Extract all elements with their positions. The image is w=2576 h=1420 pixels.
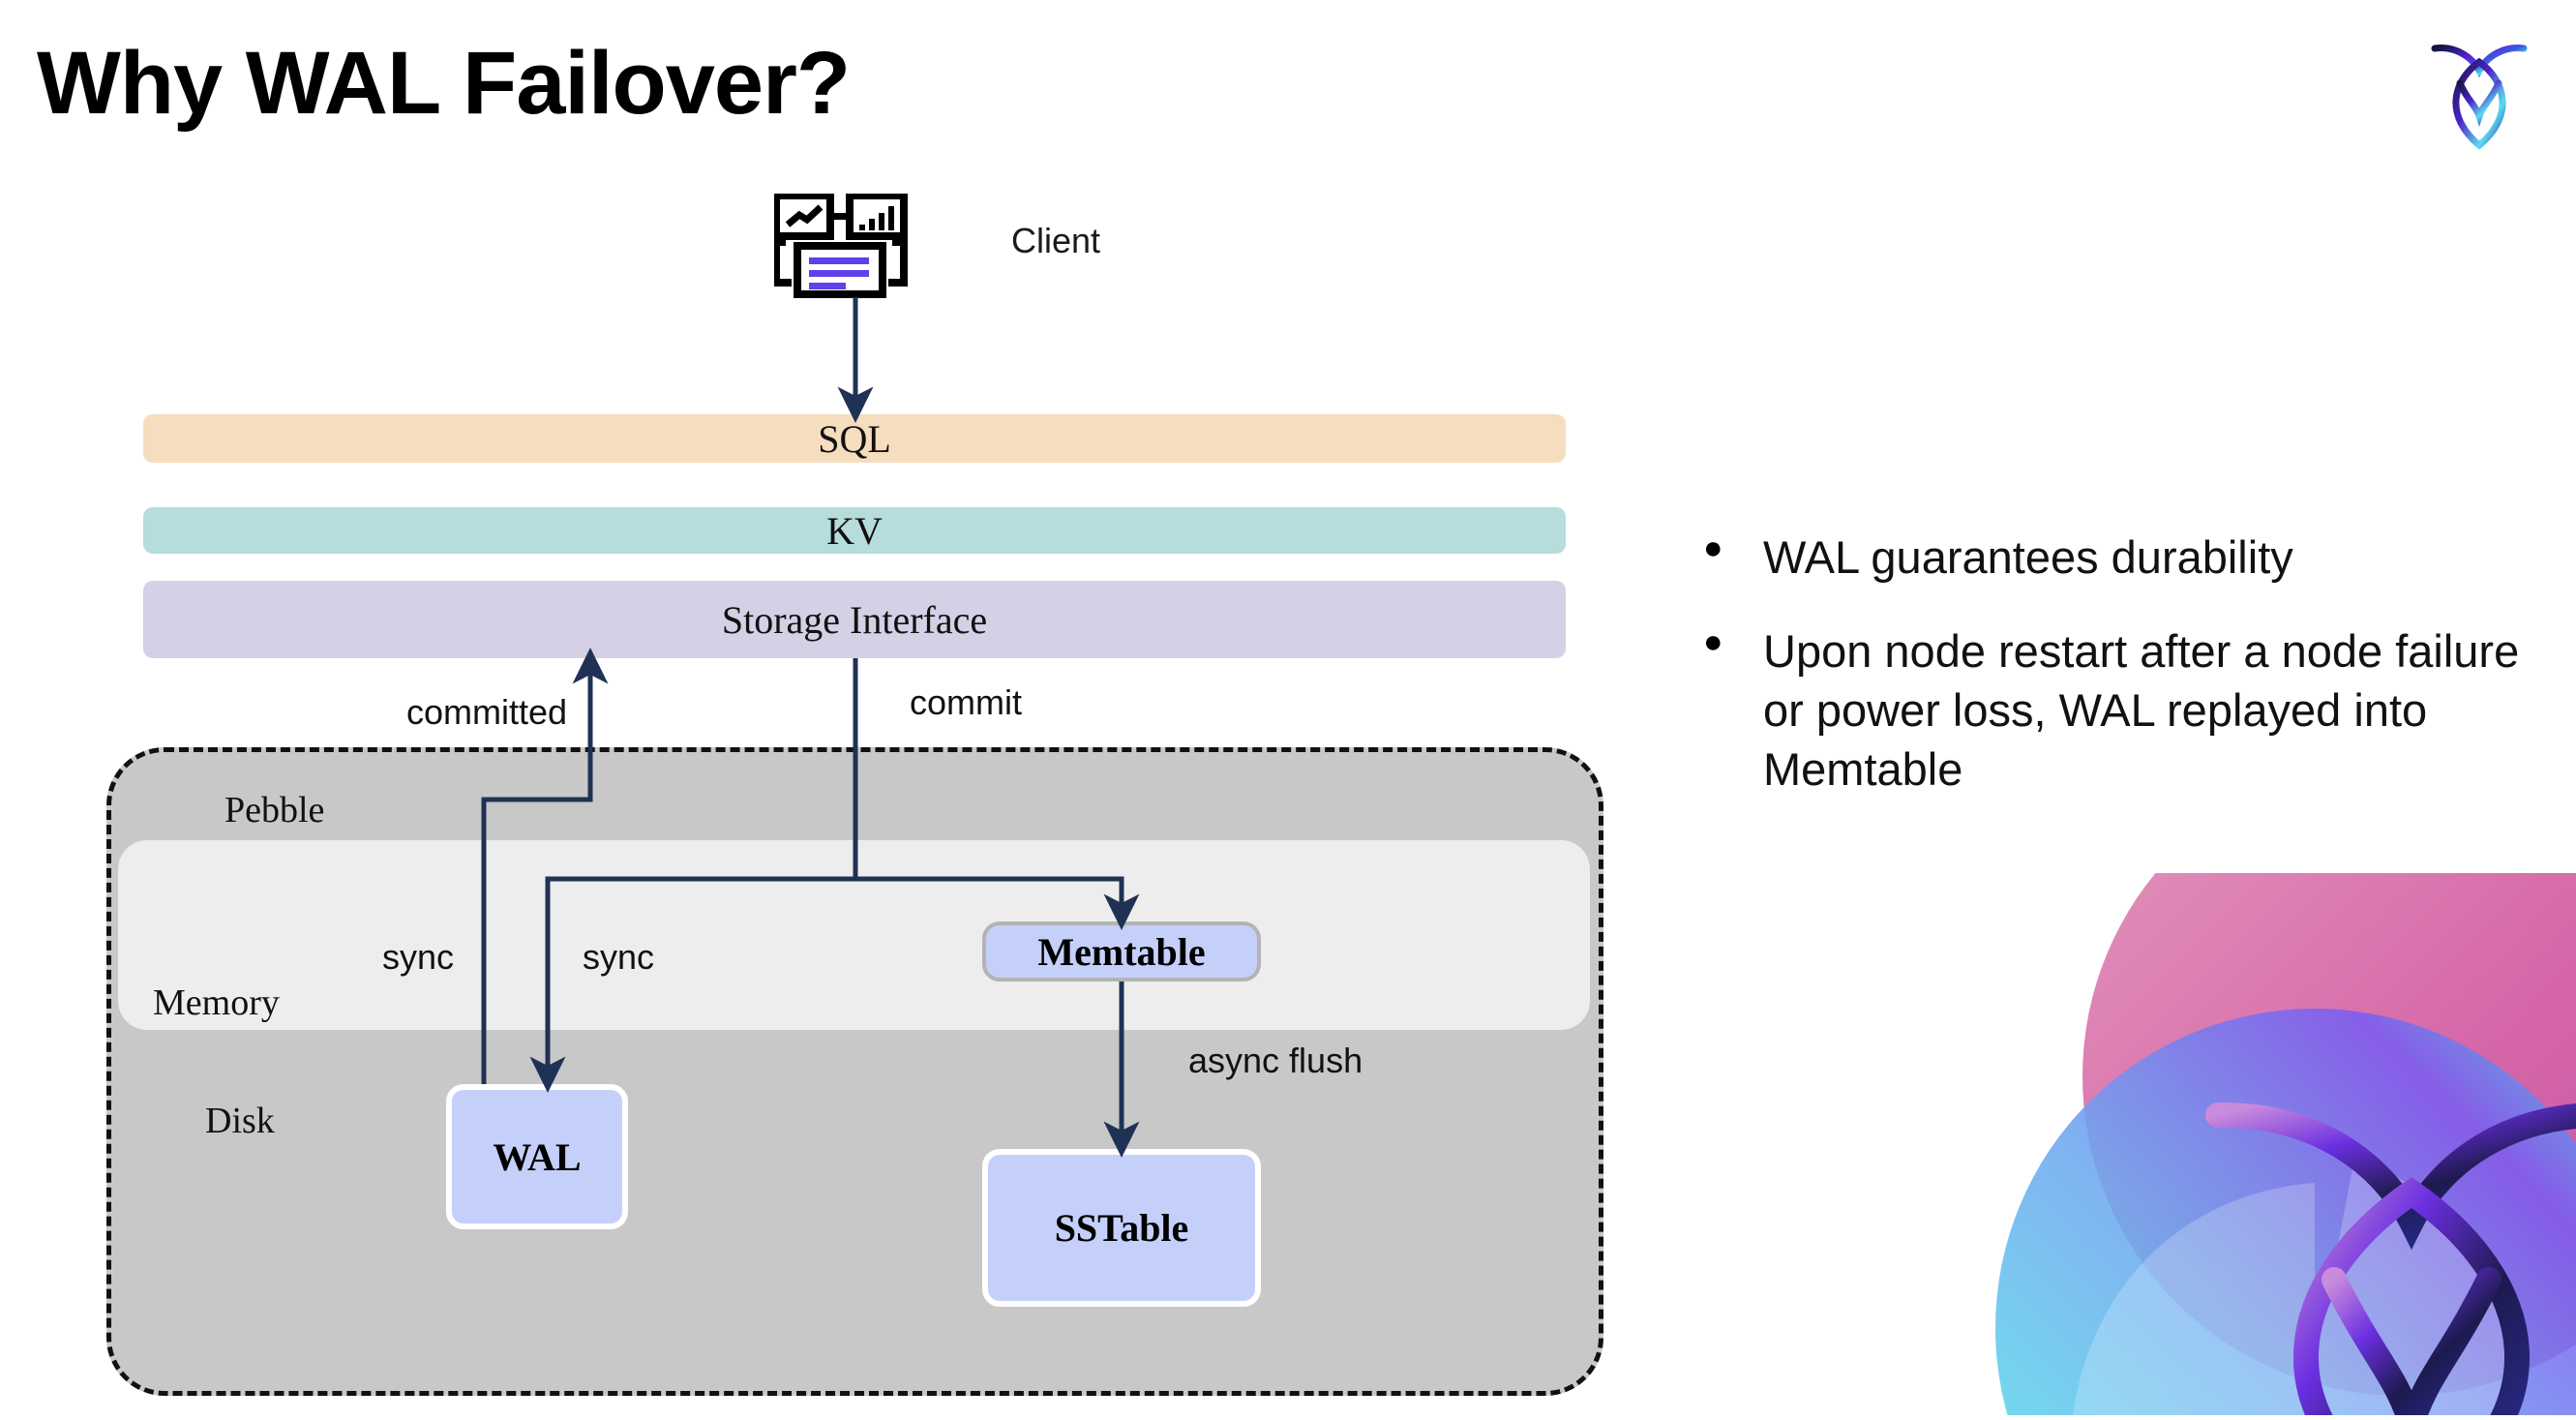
- overlapping-circles-graphic: [1899, 757, 2576, 1420]
- disk-label: Disk: [205, 1101, 275, 1141]
- bullet-list: ● WAL guarantees durability ● Upon node …: [1703, 528, 2535, 833]
- layer-bar-sql: SQL: [143, 414, 1566, 463]
- node-sstable: SSTable: [982, 1149, 1261, 1307]
- bullet-marker-icon: ●: [1703, 623, 1723, 661]
- client-dashboard-icon: [772, 192, 939, 300]
- node-wal: WAL: [446, 1084, 628, 1229]
- edge-label-sync-wal-commit: sync: [382, 937, 455, 977]
- memory-label: Memory: [153, 982, 280, 1023]
- edge-label-sync-storage-wal: sync: [583, 937, 655, 977]
- layer-bar-storage-interface: Storage Interface: [143, 581, 1566, 658]
- list-item: ● WAL guarantees durability: [1703, 528, 2535, 587]
- list-item: ● Upon node restart after a node failure…: [1703, 621, 2535, 799]
- page-title: Why WAL Failover?: [37, 34, 851, 133]
- client-label: Client: [1011, 221, 1101, 260]
- bullet-text: WAL guarantees durability: [1763, 531, 2293, 583]
- edge-label-async-flush: async flush: [1188, 1041, 1363, 1080]
- memory-region-panel: [118, 840, 1590, 1030]
- node-memtable: Memtable: [982, 921, 1261, 982]
- node-label-memtable: Memtable: [1037, 929, 1206, 974]
- node-label-wal: WAL: [493, 1134, 582, 1179]
- pebble-label: Pebble: [225, 790, 325, 831]
- node-label-sstable: SSTable: [1054, 1206, 1189, 1250]
- layer-label-kv: KV: [826, 508, 883, 553]
- layer-bar-kv: KV: [143, 507, 1566, 554]
- edge-label-committed: committed: [406, 692, 568, 732]
- cockroach-leaf-logo-icon: [2421, 27, 2537, 153]
- edge-label-commit: commit: [910, 682, 1022, 722]
- layer-label-sql: SQL: [818, 416, 891, 461]
- bullet-text: Upon node restart after a node failure o…: [1763, 625, 2520, 796]
- layer-label-storage-interface: Storage Interface: [721, 597, 988, 642]
- bullet-marker-icon: ●: [1703, 529, 1723, 566]
